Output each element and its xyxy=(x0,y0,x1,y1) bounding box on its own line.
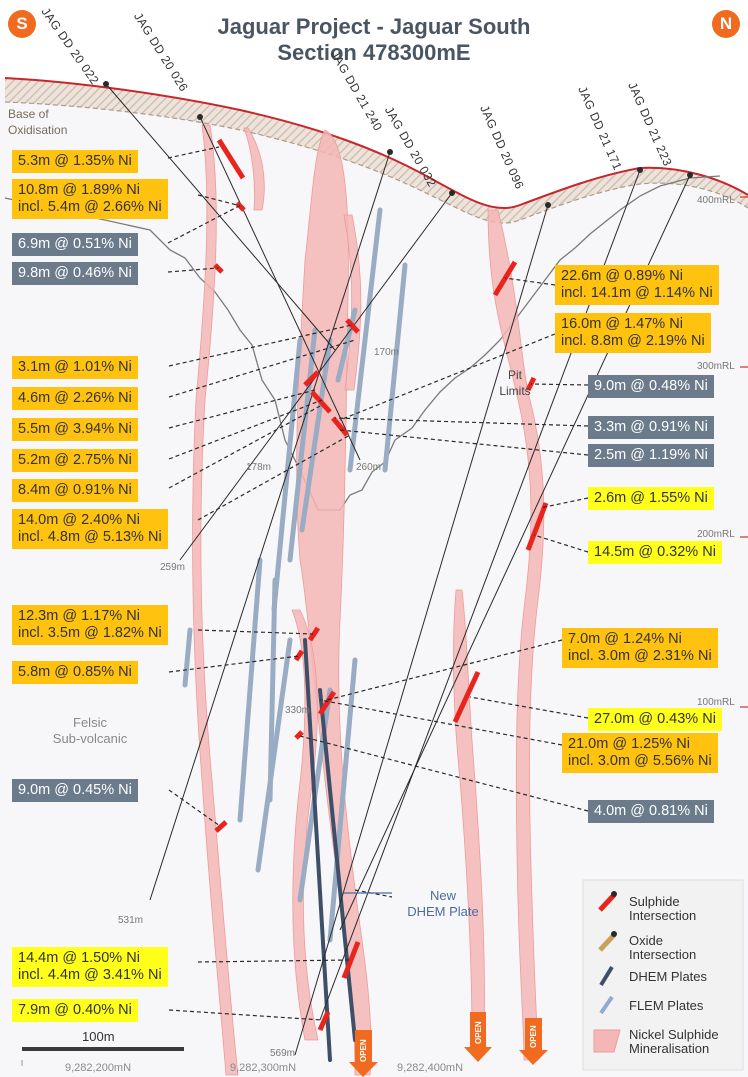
intercept-r5: 2.5m @ 1.19% Ni xyxy=(588,444,714,467)
rl-400: 400mRL xyxy=(697,195,735,206)
intercept-l12: 5.8m @ 0.85% Ni xyxy=(12,661,138,684)
rl-300: 300mRL xyxy=(697,361,735,372)
intercept-r7: 14.5m @ 0.32% Ni xyxy=(588,541,722,564)
nickel-sulphide-zones xyxy=(192,124,545,1076)
south-badge: S xyxy=(8,10,36,38)
scale-bar xyxy=(22,1047,184,1051)
scale-label: 100m xyxy=(82,1029,115,1044)
oxidisation-band xyxy=(5,78,748,224)
northing-1: 9,282,200mN xyxy=(65,1062,132,1074)
northing-3: 9,282,400mN xyxy=(397,1062,464,1074)
intercept-l7: 5.5m @ 3.94% Ni xyxy=(12,418,138,441)
intercept-r9: 27.0m @ 0.43% Ni xyxy=(588,708,722,731)
rl-ticks xyxy=(740,196,748,708)
intercept-l1: 5.3m @ 1.35% Ni xyxy=(12,150,138,173)
intercept-l9: 8.4m @ 0.91% Ni xyxy=(12,479,138,502)
leader-lines xyxy=(167,146,589,1021)
intercept-l8: 5.2m @ 2.75% Ni xyxy=(12,449,138,472)
sulphide-intersections xyxy=(213,138,549,1032)
intercept-r6: 2.6m @ 1.55% Ni xyxy=(588,487,714,510)
depth-178: 178m xyxy=(246,462,272,473)
intercept-r4: 3.3m @ 0.91% Ni xyxy=(588,416,714,439)
depth-531: 531m xyxy=(118,915,144,926)
northing-2: 9,282,300mN xyxy=(230,1062,297,1074)
depth-259: 259m xyxy=(160,562,186,573)
rl-200: 200mRL xyxy=(697,529,735,540)
depth-170: 170m xyxy=(374,347,400,358)
intercept-l3: 6.9m @ 0.51% Ni xyxy=(12,233,138,256)
depth-569: 569m xyxy=(270,1048,296,1059)
depth-260: 260m xyxy=(356,462,382,473)
depth-330: 330m xyxy=(285,705,311,716)
base-of-oxidisation-line xyxy=(4,101,748,224)
dhem-plates xyxy=(303,638,357,1062)
intercept-l13: 9.0m @ 0.45% Ni xyxy=(12,779,138,802)
intercept-l5: 3.1m @ 1.01% Ni xyxy=(12,356,138,379)
page-subtitle: Section 478300mE xyxy=(277,40,471,65)
legend-dhem: DHEM Plates xyxy=(629,969,708,984)
open-arrows xyxy=(349,1012,548,1077)
intercept-r11: 4.0m @ 0.81% Ni xyxy=(588,800,714,823)
open-label-3: OPEN xyxy=(529,1025,538,1048)
intercept-l15: 7.9m @ 0.40% Ni xyxy=(12,999,138,1022)
intercept-l4: 9.8m @ 0.46% Ni xyxy=(12,262,138,285)
open-label-1: OPEN xyxy=(359,1039,368,1062)
rl-100: 100mRL xyxy=(697,697,735,708)
legend-icons xyxy=(593,891,621,1053)
pit-limits-line xyxy=(4,175,721,511)
intercept-r3: 9.0m @ 0.48% Ni xyxy=(588,375,714,398)
intercept-l6: 4.6m @ 2.26% Ni xyxy=(12,387,138,410)
open-label-2: OPEN xyxy=(474,1021,483,1044)
collars xyxy=(103,81,693,208)
north-badge: N xyxy=(712,10,740,38)
page-title: Jaguar Project - Jaguar South xyxy=(217,14,531,39)
legend-flem: FLEM Plates xyxy=(629,998,704,1013)
